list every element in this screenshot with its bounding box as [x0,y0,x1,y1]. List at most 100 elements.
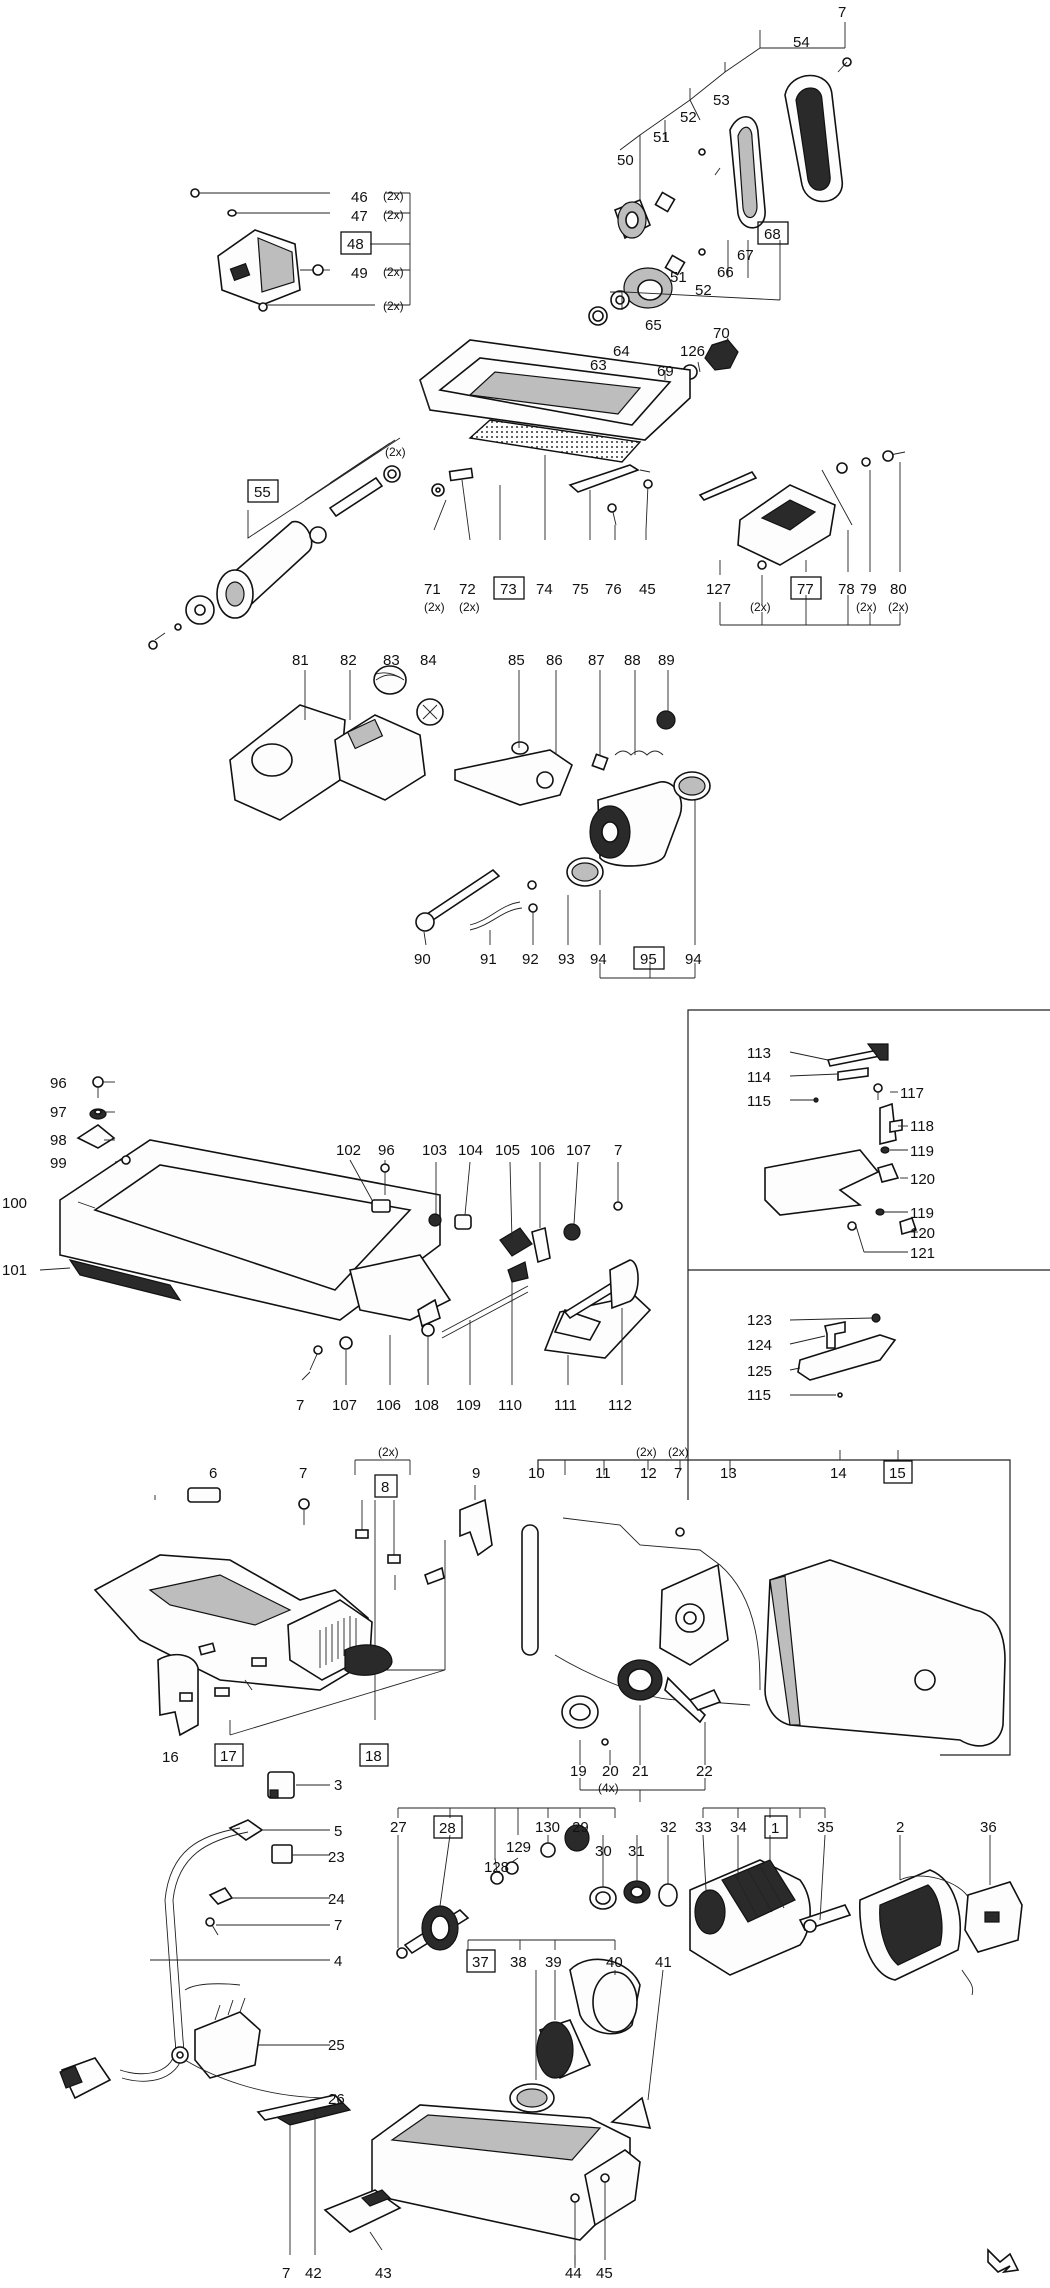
label-121: 121 [910,1245,935,1262]
label-7f: 7 [334,1917,342,1934]
label-100: 100 [2,1195,27,1212]
inset-panel [687,1009,1050,1500]
box-73 [493,576,525,600]
label-71: 71 [424,581,441,598]
label-87: 87 [588,652,605,669]
label-2: 2 [896,1819,904,1836]
label-107: 107 [566,1142,591,1159]
armature-windings [721,1859,796,1923]
label-52b: 52 [695,282,712,299]
qty-47: (2x) [383,208,404,222]
label-7b: 7 [614,1142,622,1159]
gear-assembly [396,1807,664,2129]
label-83: 83 [383,652,400,669]
label-119: 119 [910,1143,934,1160]
label-5: 5 [334,1823,342,1840]
label-76: 76 [605,581,622,598]
qty-72: (2x) [459,600,480,614]
label-51b: 51 [670,269,687,286]
belt-drive-assembly [419,22,852,541]
label-123: 123 [747,1312,772,1329]
label-65: 65 [645,317,662,334]
label-18: 18 [365,1748,382,1765]
box-15 [883,1460,913,1484]
label-102: 102 [336,1142,361,1159]
label-120: 120 [910,1171,935,1188]
label-127: 127 [706,581,731,598]
label-35: 35 [817,1819,834,1836]
label-104: 104 [458,1142,483,1159]
qty-77-screw: (2x) [750,600,771,614]
label-52: 52 [680,109,697,126]
label-98: 98 [50,1132,67,1149]
box-1 [764,1815,788,1839]
label-96b: 96 [378,1142,395,1159]
label-114: 114 [747,1069,771,1086]
label-4: 4 [334,1953,342,1970]
label-36: 36 [980,1819,997,1836]
label-106b: 106 [376,1397,401,1414]
label-63: 63 [590,357,607,374]
box-28 [433,1815,463,1839]
label-16: 16 [162,1749,179,1766]
label-10: 10 [528,1465,545,1482]
qty-20: (4x) [598,1781,619,1795]
label-12: 12 [640,1465,657,1482]
label-129: 129 [506,1839,531,1856]
label-81: 81 [292,652,309,669]
holder-assembly-77 [698,450,906,626]
label-110: 110 [498,1397,522,1414]
label-97: 97 [50,1104,67,1121]
label-64: 64 [613,343,630,360]
qty-79: (2x) [856,600,877,614]
label-46: 46 [351,189,368,206]
label-117: 117 [900,1085,924,1102]
box-17 [214,1743,244,1767]
tension-assembly [229,665,711,979]
label-51: 51 [653,129,670,146]
label-77: 77 [797,581,814,598]
label-66: 66 [717,264,734,281]
qty-55-ring: (2x) [385,445,406,459]
label-82: 82 [340,652,357,669]
box-68 [757,221,789,245]
label-22: 22 [696,1763,713,1780]
label-13: 13 [720,1465,737,1482]
vent-grille [319,1616,357,1668]
label-115: 115 [747,1093,771,1110]
label-15: 15 [889,1465,906,1482]
label-42: 42 [305,2265,322,2282]
label-19: 19 [570,1763,587,1780]
box-18 [359,1743,389,1767]
label-68: 68 [764,226,781,243]
label-89: 89 [658,652,675,669]
roller-assembly-55 [148,437,401,650]
label-21: 21 [632,1763,649,1780]
label-115b: 115 [747,1387,771,1404]
motor-assembly [658,1807,1023,1996]
label-111: 111 [554,1397,577,1414]
label-85: 85 [508,652,525,669]
label-55: 55 [254,484,271,501]
label-70: 70 [713,325,730,342]
label-84: 84 [420,652,437,669]
label-96: 96 [50,1075,67,1092]
label-40: 40 [606,1954,623,1971]
label-93: 93 [558,951,575,968]
label-79: 79 [860,581,877,598]
label-50: 50 [617,152,634,169]
belt-cover-assembly [521,1450,1011,1802]
label-47: 47 [351,208,368,225]
label-119b: 119 [910,1205,934,1222]
label-53: 53 [713,92,730,109]
label-26: 26 [328,2091,345,2108]
label-9: 9 [472,1465,480,1482]
qty-7e: (2x) [668,1445,689,1459]
label-7c: 7 [296,1397,304,1414]
label-33: 33 [695,1819,712,1836]
label-7d: 7 [299,1465,307,1482]
label-34: 34 [730,1819,747,1836]
label-54: 54 [793,34,810,51]
qty-80: (2x) [888,600,909,614]
